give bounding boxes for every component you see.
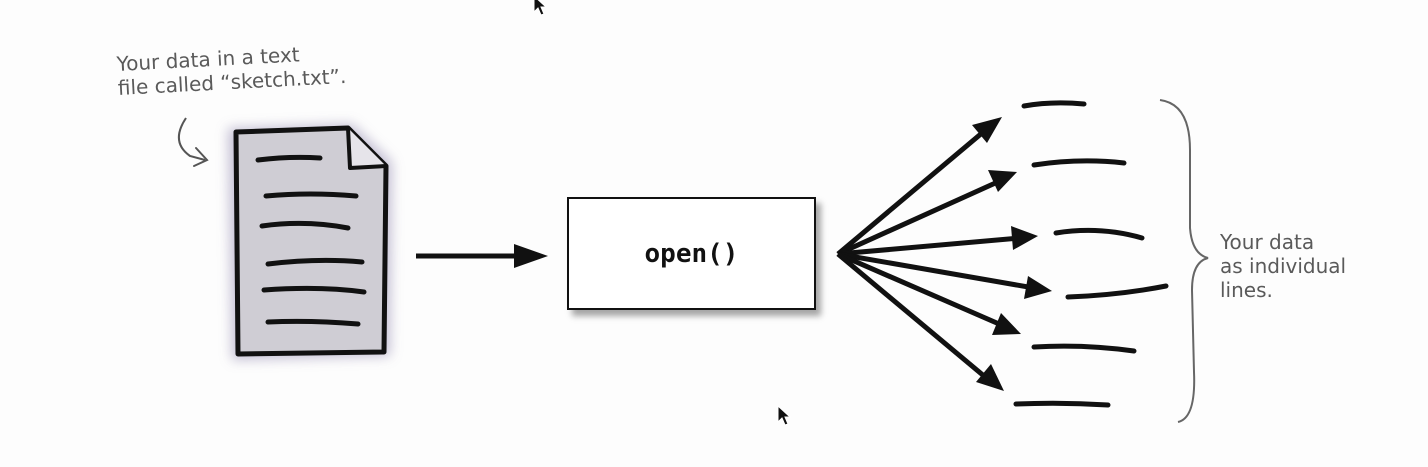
output-arrow-6: [836, 252, 1004, 391]
open-function-box: open(): [567, 197, 816, 310]
output-arrow-3: [837, 226, 1038, 257]
text-file-icon: [228, 124, 392, 360]
mouse-pointer-icon: [533, 0, 548, 16]
lines-annotation-line-2: as individual: [1220, 254, 1347, 278]
output-arrows: [836, 117, 1052, 391]
curly-brace: [1159, 99, 1209, 423]
open-function-label: open(): [644, 238, 739, 269]
annotation-arrowhead: [193, 147, 209, 167]
lines-annotation: Your data as individual lines.: [1220, 230, 1346, 302]
output-line-4: [1065, 283, 1169, 300]
output-lines: [1013, 100, 1169, 408]
output-line-3: [1053, 227, 1145, 241]
output-arrow-4: [837, 251, 1052, 299]
lines-annotation-line-3: lines.: [1220, 278, 1273, 302]
output-arrow-2: [836, 170, 1017, 257]
output-arrow-5: [837, 251, 1021, 335]
output-line-1: [1021, 100, 1087, 109]
output-arrow-1: [836, 117, 1002, 256]
output-line-6: [1013, 400, 1111, 408]
input-arrowhead: [514, 244, 548, 268]
mouse-pointer-icon: [777, 404, 792, 426]
annotation-arrow: [178, 117, 206, 161]
output-line-5: [1031, 343, 1137, 354]
output-line-2: [1031, 158, 1127, 168]
lines-annotation-line-1: Your data: [1220, 230, 1315, 254]
